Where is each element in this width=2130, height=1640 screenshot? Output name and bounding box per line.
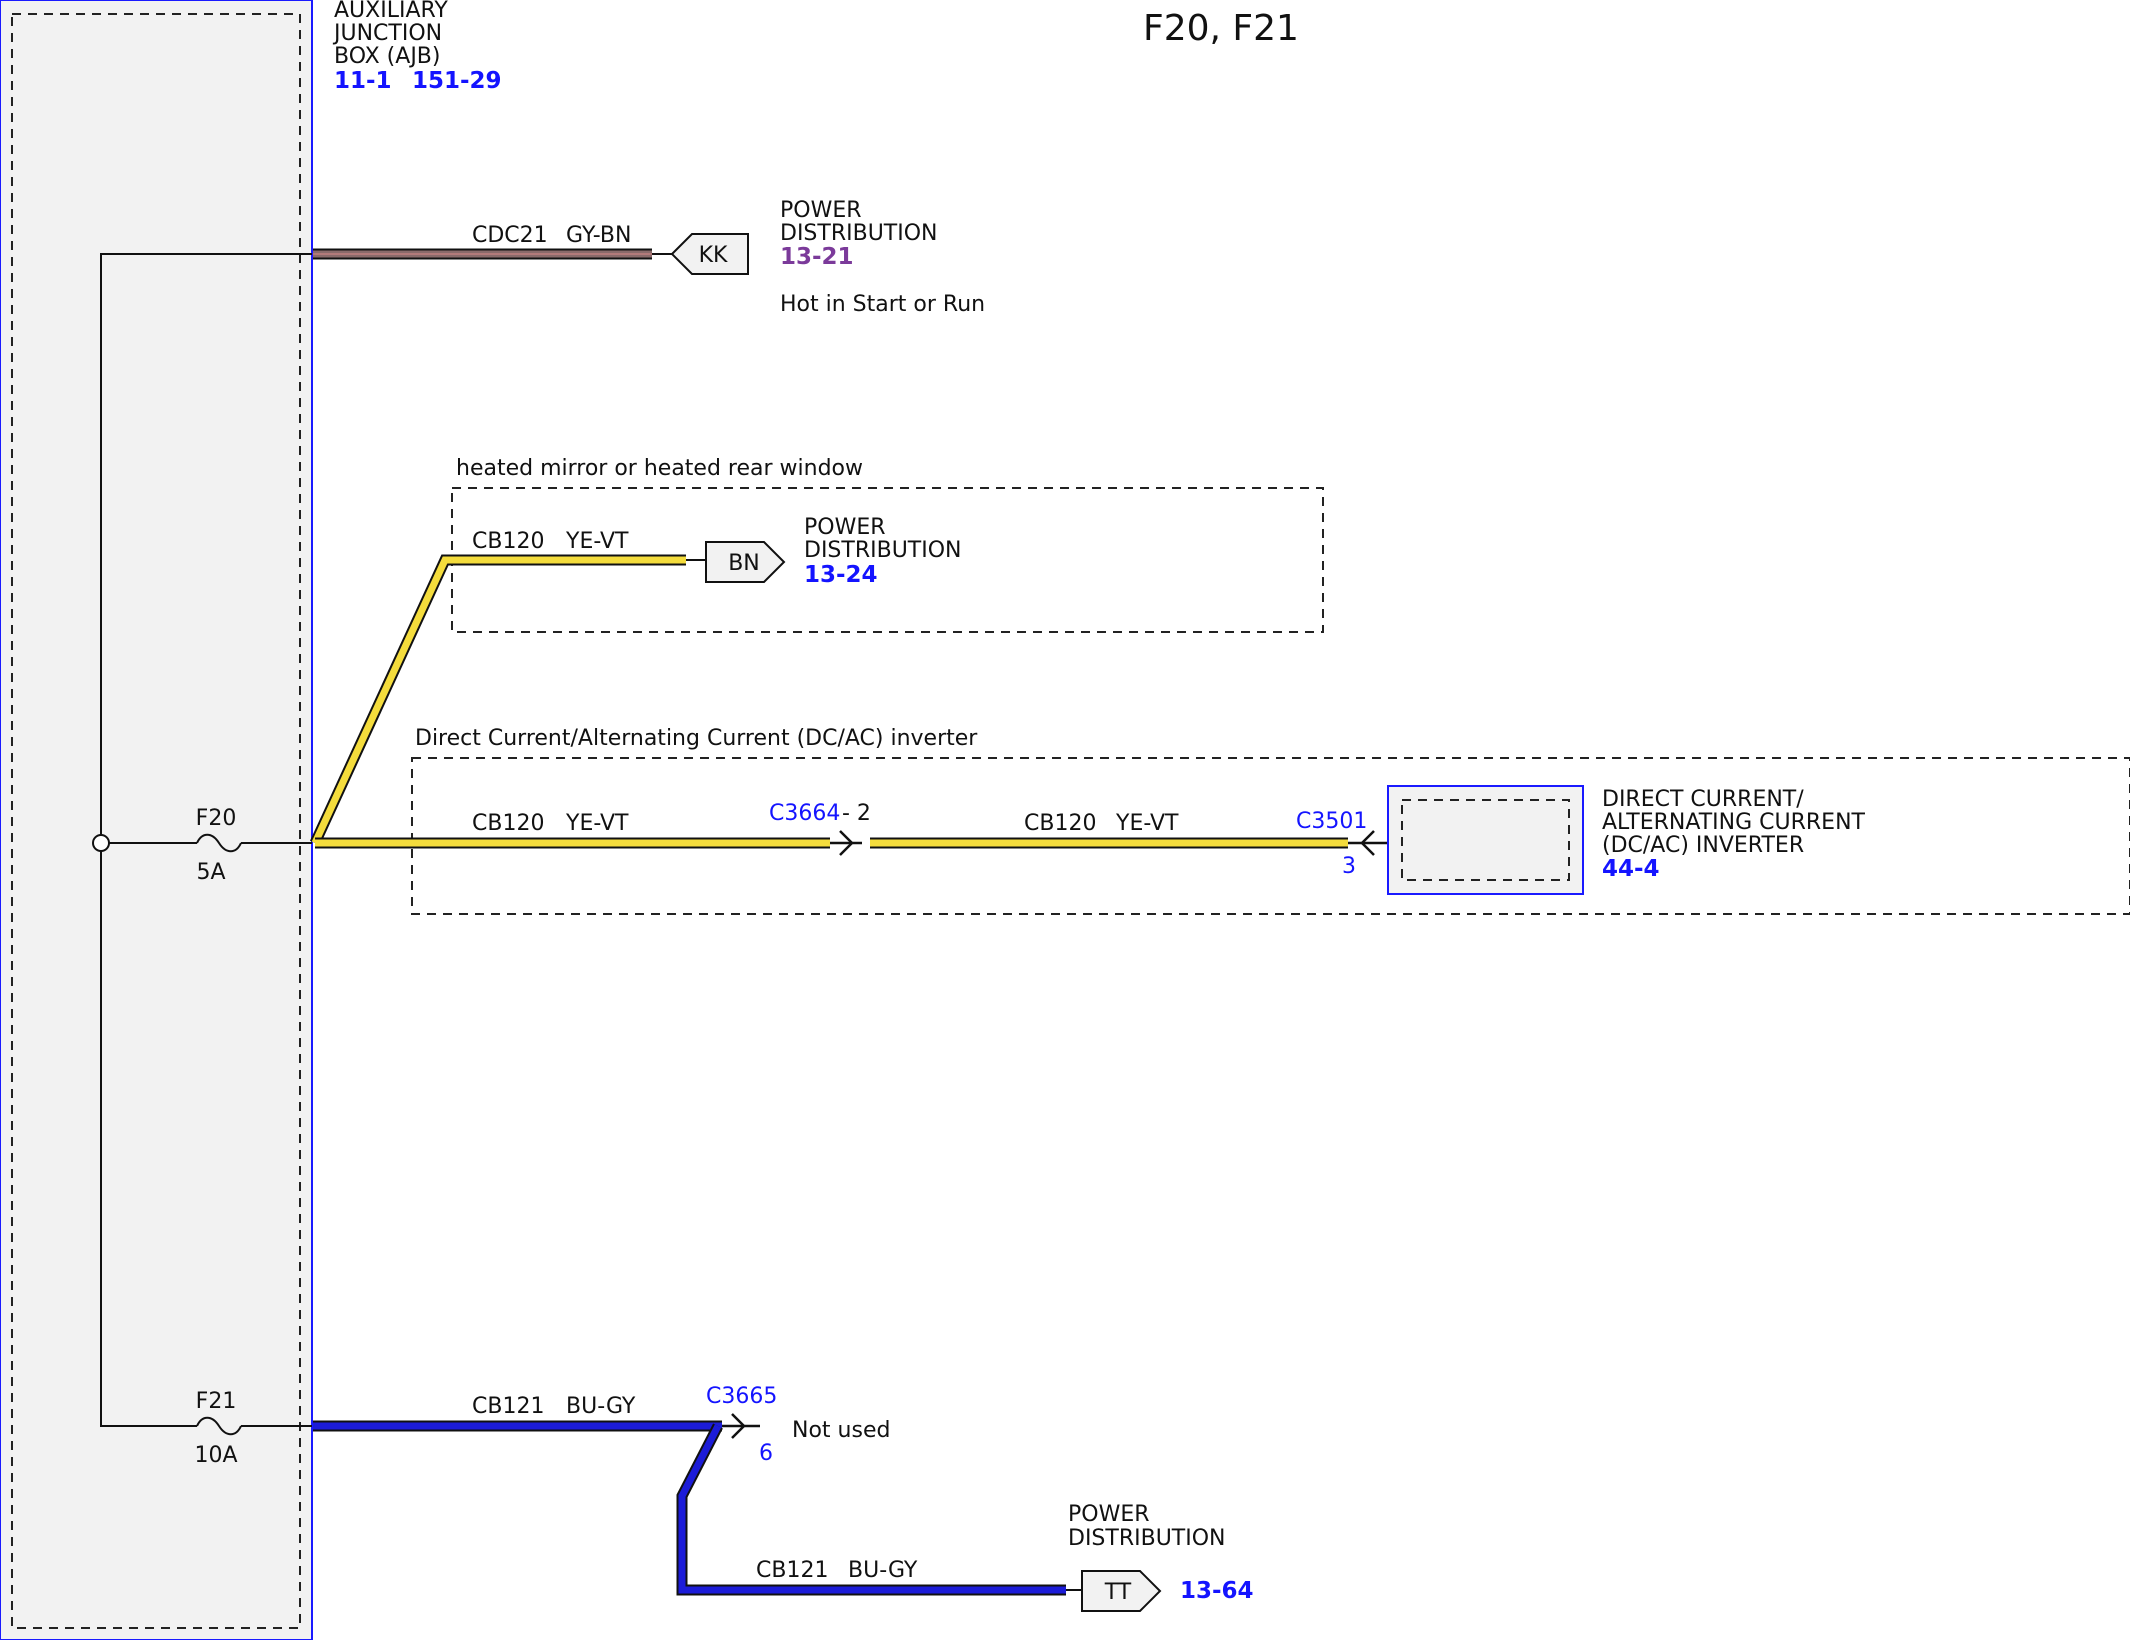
wire-cdc21-circuit: CDC21: [472, 223, 548, 248]
tt-dest-line-2: DISTRIBUTION: [1068, 1526, 1226, 1551]
kk-ref-link[interactable]: 13-21: [780, 244, 854, 270]
wire-cb120-inv-b-circuit: CB120: [1024, 811, 1096, 836]
connector-c3665-note: Not used: [792, 1418, 890, 1443]
ajb-ref-link-1[interactable]: 11-1: [334, 68, 392, 94]
ajb-ref-link-2[interactable]: 151-29: [412, 68, 502, 94]
inverter-ref-link[interactable]: 44-4: [1602, 856, 1660, 882]
inverter-inner-dashed-border: [1401, 799, 1570, 881]
connector-c3664-id: C3664: [769, 801, 840, 826]
bn-dest-line-1: POWER: [804, 515, 886, 540]
connector-bn-icon[interactable]: [705, 541, 786, 583]
kk-note: Hot in Start or Run: [780, 292, 985, 317]
ajb-inner-dashed-border: [11, 13, 301, 1629]
connector-tt-label: TT: [1104, 1580, 1132, 1605]
inverter-name-line-2: ALTERNATING CURRENT: [1602, 810, 1866, 835]
connector-c3501-icon[interactable]: [1348, 830, 1388, 856]
wire-cb120-inv-a-color-code: YE-VT: [565, 811, 629, 836]
connector-kk-label: KK: [699, 243, 728, 268]
wire-cb120-mirror-circuit: CB120: [472, 529, 544, 554]
inverter-name-line-3: (DC/AC) INVERTER: [1602, 833, 1804, 858]
fuse-f20-name: F20: [196, 806, 237, 831]
wire-cb121-b-circuit: CB121: [756, 1558, 828, 1583]
ajb-name-line-1: AUXILIARY: [334, 0, 448, 23]
connector-c3665-icon[interactable]: [722, 1413, 760, 1439]
option-label-inverter: Direct Current/Alternating Current (DC/A…: [415, 726, 978, 751]
splice-node: [92, 834, 110, 852]
fuse-f21-name: F21: [196, 1389, 237, 1414]
wire-cb120-mirror-color-code: YE-VT: [565, 529, 629, 554]
bn-dest-line-2: DISTRIBUTION: [804, 538, 962, 563]
connector-c3665-pin: 6: [759, 1441, 773, 1466]
fuse-f20-rating: 5A: [196, 860, 225, 885]
option-box-inverter: [411, 757, 2130, 915]
wire-cb120[interactable]: [310, 554, 1348, 849]
connector-c3501-pin: 3: [1342, 854, 1356, 879]
fuse-f21-icon: [196, 1416, 242, 1436]
wire-cdc21-color-code: GY-BN: [566, 223, 631, 248]
fuse-f20-icon: [196, 833, 242, 853]
connector-c3665-id: C3665: [706, 1384, 777, 1409]
wire-cb121-a-circuit: CB121: [472, 1394, 544, 1419]
connector-c3501-id: C3501: [1296, 809, 1367, 834]
connector-c3664-pin: - 2: [842, 801, 871, 826]
kk-dest-line-2: DISTRIBUTION: [780, 221, 938, 246]
diagram-title: F20, F21: [1143, 8, 1299, 49]
connector-kk-icon[interactable]: [670, 233, 749, 275]
fuse-f21-rating: 10A: [194, 1443, 237, 1468]
wire-cb120-inv-b-color-code: YE-VT: [1115, 811, 1179, 836]
option-label-heated-mirror: heated mirror or heated rear window: [456, 456, 863, 481]
connector-tt-icon[interactable]: [1081, 1570, 1162, 1612]
connector-bn-label: BN: [728, 551, 760, 576]
connector-c3664-icon[interactable]: [830, 830, 862, 856]
tt-dest-line-1: POWER: [1068, 1502, 1150, 1527]
inverter-name-line-1: DIRECT CURRENT/: [1602, 787, 1804, 812]
wire-cb121[interactable]: [313, 1420, 1082, 1596]
wire-cb121-b-color-code: BU-GY: [848, 1558, 918, 1583]
inverter-component-frame[interactable]: [1387, 785, 1584, 895]
bn-ref-link[interactable]: 13-24: [804, 562, 878, 588]
ajb-component: [0, 0, 313, 1640]
wire-cb120-inv-a-circuit: CB120: [472, 811, 544, 836]
kk-dest-line-1: POWER: [780, 198, 862, 223]
tt-ref-link[interactable]: 13-64: [1180, 1578, 1254, 1604]
wire-cb121-a-color-code: BU-GY: [566, 1394, 636, 1419]
ajb-name-line-2: JUNCTION: [332, 21, 442, 46]
ajb-name-line-3: BOX (AJB): [334, 44, 440, 69]
ajb-frame: [0, 0, 313, 1640]
